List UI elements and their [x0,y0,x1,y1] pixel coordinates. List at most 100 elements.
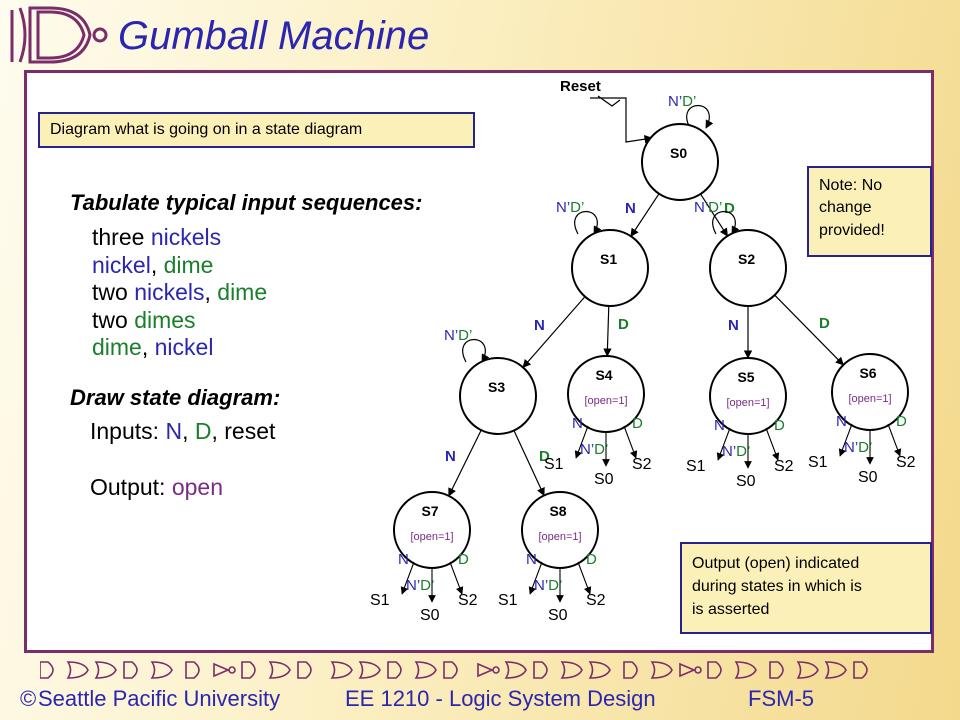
transition-label-d: D [819,315,830,332]
exit-target-d: S2 [458,592,478,609]
exit-arrow-d [765,427,780,461]
note-no-change-line-3: provided! [819,221,885,239]
state-label: S5 [737,369,754,385]
state-output-label: [open=1] [410,531,453,543]
sequence-item: nickel, dime [92,252,267,280]
state-label: S4 [595,367,612,383]
exit-arrow-d [449,561,464,595]
state-label: S1 [600,251,617,267]
exit-target-nd: S0 [420,607,440,624]
footer-gate-shape [623,661,638,679]
exit-label-n: N [398,551,409,568]
self-loop-label: N’D’ [556,199,584,216]
footer-gate-shape [213,662,236,678]
footer-gate-shape [150,661,173,679]
exit-label-nd: N’D’ [406,577,434,594]
transition-label-n: N [728,317,739,334]
state-s1 [571,229,649,307]
footer-gate-shape [66,661,89,679]
reset-arrow [590,97,653,144]
state-output-label: [open=1] [584,395,627,407]
footer-gate-chain-icon [40,661,868,679]
self-loop-s1 [574,211,602,235]
exit-arrow-d [623,425,638,459]
sequence-item: dime, nickel [92,334,267,362]
heading-sequences: Tabulate typical input sequences: [70,190,423,215]
exit-target-d: S2 [632,456,652,473]
note-output-line-3: is asserted [692,601,770,619]
exit-arrow-n [574,425,589,459]
exit-label-d: D [458,551,469,568]
state-label: S3 [488,379,505,395]
state-label: S2 [738,251,755,267]
sequence-part: dime [163,251,214,278]
exit-arrow-n [838,423,853,457]
footer-gate-shape [796,661,819,679]
self-loop-s3 [462,339,490,363]
transition-s3-s7 [448,429,482,497]
sequence-part: nickels [150,224,222,250]
exit-label-d: D [632,415,643,432]
exit-target-n: S1 [808,454,828,471]
exit-label-nd: N’D’ [534,577,562,594]
exit-target-d: S2 [774,458,794,475]
transition-s3-s8 [513,430,545,497]
transition-s1-s3 [522,296,586,369]
input-nickel: N [165,418,183,444]
state-s0 [641,123,719,201]
footer-gate-shape [734,661,757,679]
footer-slide-id: FSM-5 [748,686,814,711]
reset-arrow-tail [597,95,621,107]
transition-label-n: N [625,200,636,217]
footer-gate-shape [824,661,847,679]
exit-arrow-d [577,561,592,595]
exit-arrow-d [887,423,902,457]
exit-arrow-n [716,427,731,461]
heading-draw: Draw state diagram: [70,385,281,410]
exit-label-n: N [572,415,583,432]
logo-gate-icon [10,6,108,64]
footer-gate-shape [297,661,312,679]
state-output-label: [open=1] [726,397,769,409]
footer-gate-shape [853,661,868,679]
footer-gate-shape [40,661,54,679]
reset-label: Reset [560,78,601,95]
transition-s0-s1 [630,193,660,237]
sequence-item: two dimes [92,307,267,335]
exit-label-nd: N’D’ [844,439,872,456]
inputs-reset: , reset [211,418,276,444]
sequence-part: nickels [134,279,205,305]
transition-label-n: N [445,448,456,465]
footer-gate-shape [358,661,381,679]
state-output-label: [open=1] [848,393,891,405]
exit-label-nd: N’D’ [722,443,750,460]
footer-gate-shape [268,661,291,679]
note-no-change-line-1: Note: No [819,177,883,194]
footer-gate-shape [387,661,402,679]
footer-gate-shape [533,661,548,679]
exit-target-nd: S0 [736,473,756,490]
note-no-change-line-2: change [819,199,872,217]
exit-arrow-n [400,561,415,595]
footer-university: Seattle Pacific University [38,686,281,711]
exit-target-n: S1 [686,458,706,475]
footer-gate-shape [443,661,458,679]
footer-gate-shape [588,661,611,679]
output-value: open [171,474,223,500]
transition-label-n: N [534,317,545,334]
state-label: S6 [859,365,876,381]
transition-s0-s2 [700,193,728,237]
output-line: Output: open [90,474,223,501]
exit-target-nd: S0 [594,471,614,488]
sequence-part: , [150,251,164,278]
footer-gate-shape [123,661,138,679]
sequence-part: nickel [154,334,214,360]
sequence-part: nickel [92,251,151,278]
note-output: Output (open) indicated during states in… [680,542,932,634]
state-s3 [459,357,537,435]
footer-gate-shape [185,661,200,679]
sequence-part: , [204,279,218,305]
footer-gate-shape [560,661,583,679]
input-dime: D [194,418,212,444]
inputs-separator: , [182,418,195,444]
